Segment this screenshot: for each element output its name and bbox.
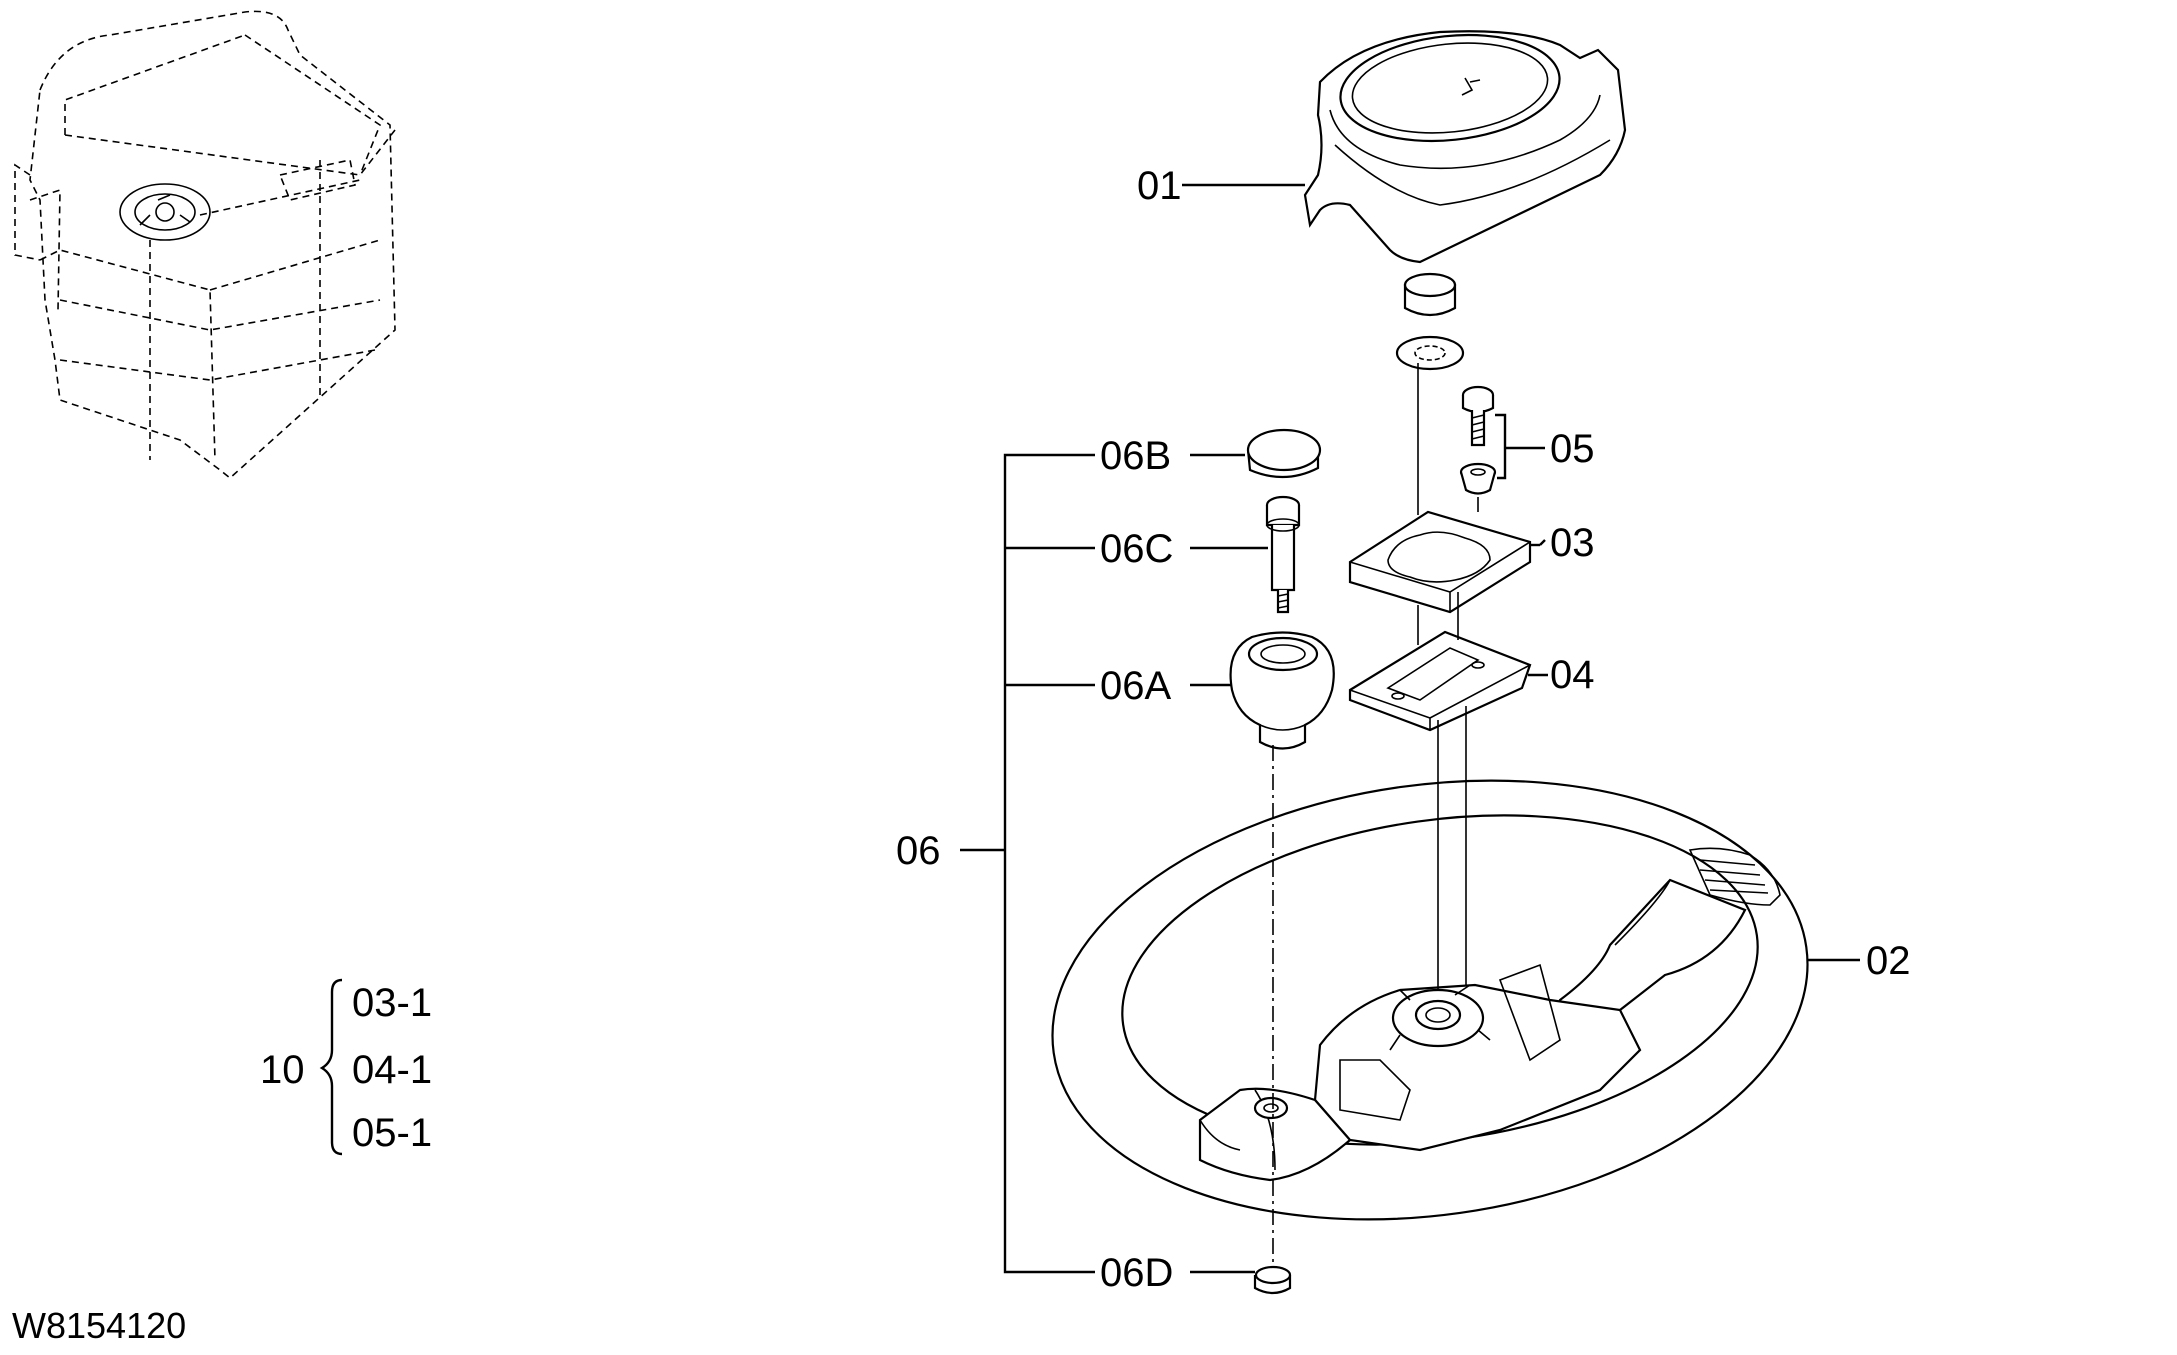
callout-03: 03 [1550,521,1595,565]
part-04-plate [1348,630,1532,732]
callout-05: 05 [1550,427,1595,471]
callout-06C: 06C [1100,527,1173,571]
cab-locator-thumbnail [14,10,396,480]
callout-06: 06 [896,829,941,873]
callout-04: 04 [1550,653,1595,697]
part-03-plate [1348,510,1532,614]
callout-06A: 06A [1100,664,1171,708]
kit-10-brace [319,978,343,1156]
callout-01: 01 [1137,164,1182,208]
drawing-id: W8154120 [12,1305,186,1346]
kit-item-04-1: 04-1 [352,1048,432,1092]
kit-item-05-1: 05-1 [352,1111,432,1155]
callout-06D: 06D [1100,1251,1173,1295]
hub-nut [1403,272,1457,317]
part-06C-shaft [1265,495,1301,614]
part-06D-nut [1253,1265,1292,1295]
assembly-center-lines [1272,363,1479,1265]
kit-number: 10 [260,1048,305,1092]
part-06A-knob [1229,631,1335,750]
callout-02: 02 [1866,939,1911,983]
leader-lines [960,183,1860,1274]
part-06B-cap [1246,428,1322,479]
hub-washer [1395,335,1465,371]
callout-06B: 06B [1100,434,1171,478]
kit-item-03-1: 03-1 [352,981,432,1025]
part-02-steering-wheel [1051,779,1809,1221]
part-01-horn-pad [1303,30,1627,264]
part-05-screw-and-collar [1459,385,1497,495]
